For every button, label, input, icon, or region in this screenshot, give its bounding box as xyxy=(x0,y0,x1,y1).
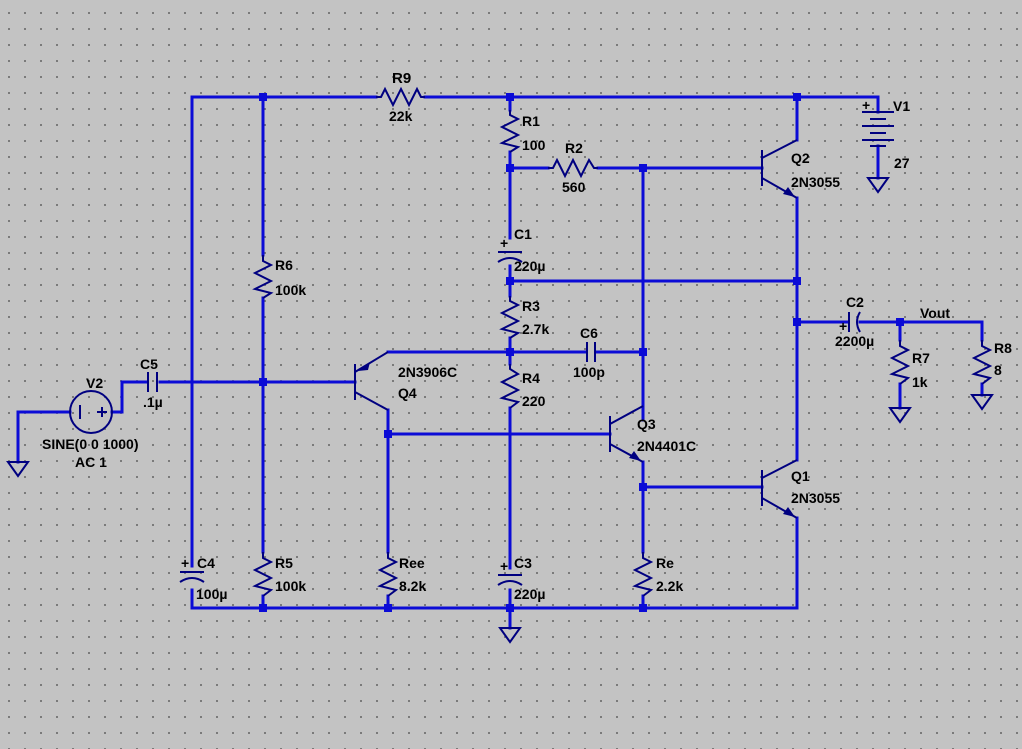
resistor-r4 xyxy=(499,364,521,409)
label-r1-value: 100 xyxy=(522,137,546,153)
label-r6-value: 100k xyxy=(275,282,306,298)
label-r2-name: R2 xyxy=(565,140,583,156)
label-r2-value: 560 xyxy=(562,179,586,195)
label-r7-name: R7 xyxy=(912,350,930,366)
capacitor-c3: + xyxy=(497,558,523,586)
resistor-ree xyxy=(377,552,399,597)
label-ree-value: 8.2k xyxy=(399,578,426,594)
capacitor-c1: + xyxy=(497,235,523,263)
label-r1-name: R1 xyxy=(522,113,540,129)
transistor-q3 xyxy=(609,405,644,463)
svg-text:+: + xyxy=(500,558,508,574)
resistor-r9 xyxy=(376,86,425,108)
label-q1-model: 2N3055 xyxy=(791,490,840,506)
label-c6-value: 100p xyxy=(573,364,605,380)
sine-source-v2 xyxy=(69,390,113,434)
label-c5-name: C5 xyxy=(140,356,158,372)
label-c3-name: C3 xyxy=(514,555,532,571)
transistor-q1 xyxy=(761,459,798,519)
capacitor-c6 xyxy=(586,342,596,362)
label-q2-model: 2N3055 xyxy=(791,174,840,190)
label-r7-value: 1k xyxy=(912,374,928,390)
label-q3-model: 2N4401C xyxy=(637,438,696,454)
junctions xyxy=(259,93,904,612)
label-ree-name: Ree xyxy=(399,555,425,571)
label-r3-value: 2.7k xyxy=(522,321,549,337)
label-r8-name: R8 xyxy=(994,340,1012,356)
label-v1-name: V1 xyxy=(893,98,910,114)
resistor-r6 xyxy=(252,255,274,299)
label-q2-name: Q2 xyxy=(791,150,810,166)
resistor-r8 xyxy=(971,340,993,385)
svg-text:+: + xyxy=(862,97,870,113)
label-r8-value: 8 xyxy=(994,362,1002,378)
ground-icon xyxy=(866,177,890,194)
label-r5-name: R5 xyxy=(275,555,293,571)
ground-icon xyxy=(888,407,912,424)
label-c2-name: C2 xyxy=(846,294,864,310)
label-c4-value: 100µ xyxy=(196,586,227,602)
transistor-q2 xyxy=(761,139,798,199)
svg-text:+: + xyxy=(500,235,508,251)
svg-text:+: + xyxy=(181,555,189,571)
transistor-q4 xyxy=(354,351,389,411)
label-r6-name: R6 xyxy=(275,257,293,273)
ground-icon xyxy=(498,627,522,644)
capacitor-c5 xyxy=(147,372,158,392)
label-q4-model: 2N3906C xyxy=(398,364,457,380)
label-r4-value: 220 xyxy=(522,393,546,409)
label-r4-name: R4 xyxy=(522,370,540,386)
capacitor-c2: + xyxy=(839,311,861,334)
label-r9-value: 22k xyxy=(389,108,413,124)
label-re-value: 2.2k xyxy=(656,578,683,594)
svg-text:+: + xyxy=(839,318,847,334)
label-r5-value: 100k xyxy=(275,578,306,594)
label-q3-name: Q3 xyxy=(637,416,656,432)
resistor-r2 xyxy=(548,157,598,179)
label-r3-name: R3 xyxy=(522,298,540,314)
label-re-name: Re xyxy=(656,555,674,571)
label-v2-name: V2 xyxy=(86,375,103,391)
battery-v1: + xyxy=(862,97,894,147)
label-v1-value: 27 xyxy=(894,155,910,171)
label-q1-name: Q1 xyxy=(791,468,810,484)
label-c1-value: 220µ xyxy=(514,258,545,274)
resistor-r1 xyxy=(499,110,521,153)
label-r9-name: R9 xyxy=(392,70,411,87)
resistor-re xyxy=(632,552,654,597)
ground-icon xyxy=(970,394,994,411)
resistor-r5 xyxy=(252,552,274,597)
label-v2-value: SINE(0 0 1000) xyxy=(42,436,139,452)
resistor-r7 xyxy=(889,340,911,385)
label-c5-value: .1µ xyxy=(143,394,163,410)
label-c3-value: 220µ xyxy=(514,586,545,602)
label-c4-name: C4 xyxy=(197,555,215,571)
label-c2-value: 2200µ xyxy=(835,333,874,349)
label-c1-name: C1 xyxy=(514,226,532,242)
label-c6-name: C6 xyxy=(580,325,598,341)
ground-icon xyxy=(6,461,30,478)
resistor-r3 xyxy=(499,296,521,339)
labels: R9 22k R1 100 R2 560 C1 220µ R6 100k R3 … xyxy=(42,70,1012,602)
capacitor-c4: + xyxy=(179,555,205,583)
label-v2-ac: AC 1 xyxy=(75,454,107,470)
label-vout: Vout xyxy=(920,305,950,321)
label-q4-name: Q4 xyxy=(398,385,417,401)
